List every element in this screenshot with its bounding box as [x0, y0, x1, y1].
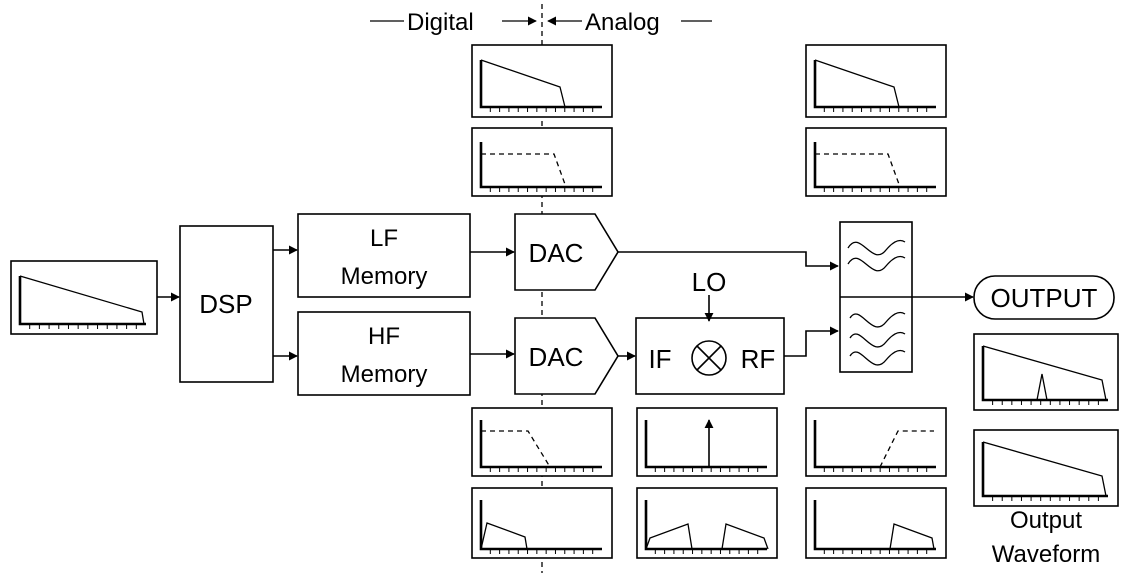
- rf-path-to-filter-arrow: [784, 326, 839, 357]
- thumb-trace: [19, 275, 145, 325]
- analog-label: Analog: [585, 9, 660, 36]
- digital-label: Digital: [407, 9, 474, 36]
- hf-memory-label-line1: HF: [368, 323, 400, 350]
- hf-dac-block: DAC: [514, 317, 619, 395]
- output-waveform-caption-line2: Waveform: [992, 541, 1100, 568]
- bottom-spectrum-thumb-3: [805, 487, 947, 559]
- filter-combiner-block: [839, 221, 913, 373]
- hf-memory-block: HF Memory: [297, 311, 471, 396]
- bottom-spectrum-thumb-1: [471, 487, 613, 559]
- lf-path-to-filter-arrow: [618, 251, 839, 271]
- mixer-symbol-circle: [691, 340, 727, 376]
- lf-memory-block: LF Memory: [297, 213, 471, 298]
- thumb-axes: [18, 276, 146, 326]
- dsp-label: DSP: [199, 289, 252, 319]
- hf-memory-box: [297, 311, 471, 396]
- lf-memory-box: [297, 213, 471, 298]
- dsp-box: [179, 225, 274, 383]
- bottom-filter-thumb-1: [471, 407, 613, 477]
- mixer-symbol-cross-b: [696, 345, 722, 371]
- output-waveform-caption-line1: Output: [1010, 507, 1082, 534]
- lowpass-filter-icon: [847, 239, 906, 272]
- highpass-filter-icon: [849, 311, 906, 366]
- bottom-spectrum-thumb-2: [636, 487, 778, 559]
- output-spectrum-thumb-2: [973, 429, 1119, 507]
- hf-memory-label-line2: Memory: [341, 361, 428, 388]
- output-label: OUTPUT: [991, 283, 1098, 313]
- mixer-rf-label: RF: [741, 344, 776, 374]
- lf-dac-label: DAC: [529, 238, 584, 268]
- top-spectrum-thumb-2: [805, 44, 947, 118]
- hf-dac-shape: [514, 317, 619, 395]
- top-filter-thumb-1: [471, 127, 613, 197]
- lf-memory-label-line2: Memory: [341, 263, 428, 290]
- lf-dac-shape: [514, 213, 619, 291]
- output-terminal-shape: [973, 275, 1115, 320]
- lo-label: LO: [692, 267, 727, 297]
- bottom-tone-thumb: [636, 407, 778, 477]
- top-spectrum-thumb-1: [471, 44, 613, 118]
- input-spectrum-thumb: [10, 260, 158, 335]
- lf-dac-block: DAC: [514, 213, 619, 291]
- top-filter-thumb-2: [805, 127, 947, 197]
- output-terminal: OUTPUT: [973, 275, 1115, 320]
- mixer-if-label: IF: [648, 344, 671, 374]
- bottom-filter-thumb-2: [805, 407, 947, 477]
- mixer-block: IF RF LO: [635, 267, 785, 395]
- dsp-block: DSP: [179, 225, 274, 383]
- lf-memory-label-line1: LF: [370, 225, 398, 252]
- output-spectrum-thumb-1: [973, 333, 1119, 411]
- hf-dac-label: DAC: [529, 342, 584, 372]
